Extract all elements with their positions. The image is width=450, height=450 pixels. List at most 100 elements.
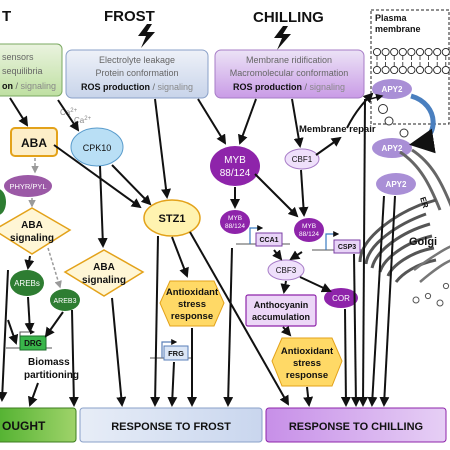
apy2-low-label: APY2 [386,180,407,189]
arebs-node: AREBs [10,270,44,296]
er-label: ER [418,196,430,210]
cpk10-label: CPK10 [83,143,112,153]
myb-small1-label-1: MYB [228,215,242,222]
drought-effect-line1: sensors [2,52,34,62]
aba-label: ABA [21,136,47,150]
plasma-membrane-title-1: Plasma [375,13,408,23]
apy2-recycling-arrow [409,93,436,154]
apy2-mid-label: APY2 [382,144,403,153]
response-chilling-label: RESPONSE TO CHILLING [289,421,423,433]
lightning-icon-frost [138,24,155,48]
green-edge-node [0,189,6,215]
arebs-label: AREBs [14,279,40,288]
frg-label: FRG [168,349,184,358]
lipid-head [398,65,407,75]
aba-node: ABA [10,127,58,157]
frost-effect-line2: Protein conformation [95,68,178,78]
chilling-effect-line1: Membrane ridification [246,55,332,65]
antioxidant-right-label-3: response [286,370,328,381]
myb-small1-label-2: 88/124 [225,223,245,230]
antioxidant-right-node: Antioxidant stress response [271,337,343,387]
lipid-head [407,47,416,57]
frost-effects-box: Electrolyte leakage Protein conformation… [65,49,209,99]
lipid-head [398,47,407,57]
aba-signaling-left-label-2: signaling [10,233,54,244]
lipid-head [372,47,382,57]
lipid-head [372,65,382,75]
er-golgi-illustration [358,148,450,307]
antioxidant-mid-label-1: Antioxidant [166,287,219,298]
antioxidant-right-label-2: stress [293,358,321,369]
aba-signaling-left-label-1: ABA [21,220,43,231]
ca-label-2: Ca2+ [74,116,92,125]
frost-header: FROST [104,8,155,25]
lipid-head [415,65,425,75]
cbf1-label: CBF1 [292,155,313,164]
biomass-label-2: partitioning [24,370,79,381]
lipid-head [381,65,390,75]
apy2-low-node: APY2 [376,173,416,195]
drought-effects-box: sensors sequilibria on / signaling [0,43,63,97]
drought-effect-line2: sequilibria [2,66,43,76]
anthocyanin-label-1: Anthocyanin [254,300,309,310]
pyr-pyl-label: PHYR/PYL [9,182,46,191]
stz1-label: STZ1 [159,213,186,225]
plasma-membrane-title-2: membrane [375,24,421,34]
cor-label: COR [332,294,350,303]
lipid-head [441,47,450,57]
cbf1-node: CBF1 [284,148,320,170]
antioxidant-right-label-1: Antioxidant [281,346,334,357]
cor-node: COR [324,288,358,308]
chilling-effect-line2: Macromolecular conformation [230,68,349,78]
cbf3-node: CBF3 [267,259,305,281]
pyr-pyl-node: PHYR/PYL [4,175,52,197]
stz1-node: STZ1 [143,199,201,237]
golgi-label: Golgi [409,236,437,248]
anthocyanin-node: Anthocyanin accumulation [245,294,317,327]
csp3-label: CSP3 [338,244,356,251]
frg-gene: FRG [150,339,192,361]
frost-effect-line3: ROS production / signaling [81,82,193,92]
lipid-head [415,47,425,57]
lipid-head [433,65,442,75]
apy2-top-node: APY2 [372,79,412,99]
aba-signaling-left-node: ABA signaling [0,207,72,255]
aba-signaling-mid-label-1: ABA [93,262,115,273]
lipid-head [433,47,442,57]
areb3-node: AREB3 [50,289,80,311]
response-frost-label: RESPONSE TO FROST [111,421,231,433]
chilling-effects-box: Membrane ridification Macromolecular con… [214,49,365,99]
apy2-top-label: APY2 [382,85,403,94]
lipid-head [441,65,450,75]
myb-small2-label-2: 88/124 [299,231,319,238]
vesicle [384,116,394,126]
drought-header: T [2,8,11,25]
myb-small2-label-1: MYB [302,223,316,230]
response-chilling-bar: RESPONSE TO CHILLING [265,407,447,443]
cca1-gene: CCA1 [236,225,290,247]
lightning-icon-chilling [274,26,291,50]
myb-small-node-1: MYB 88/124 [220,210,250,234]
lipid-head [390,65,399,75]
chilling-header: CHILLING [253,9,324,26]
plasma-membrane-panel: Plasma membrane [370,9,450,125]
drought-effect-line3: on / signaling [2,81,56,91]
antioxidant-mid-node: Antioxidant stress response [159,280,225,327]
aba-signaling-mid-label-2: signaling [82,275,126,286]
cbf3-label: CBF3 [276,266,297,275]
response-drought-label: OUGHT [2,419,46,433]
connection-arrows [0,92,396,407]
vesicle [378,104,388,114]
lipid-bilayer-icon [372,47,450,75]
biomass-label-1: Biomass [28,357,70,368]
drg-label: DRG [24,339,42,348]
response-drought-bar: OUGHT [0,407,77,443]
lipid-head [390,47,399,57]
lipid-head [424,65,433,75]
antioxidant-mid-label-2: stress [178,299,206,310]
frost-effect-line1: Electrolyte leakage [99,55,175,65]
chilling-effect-line3: ROS production / signaling [233,82,345,92]
lipid-head [424,47,433,57]
areb3-label: AREB3 [54,298,77,305]
